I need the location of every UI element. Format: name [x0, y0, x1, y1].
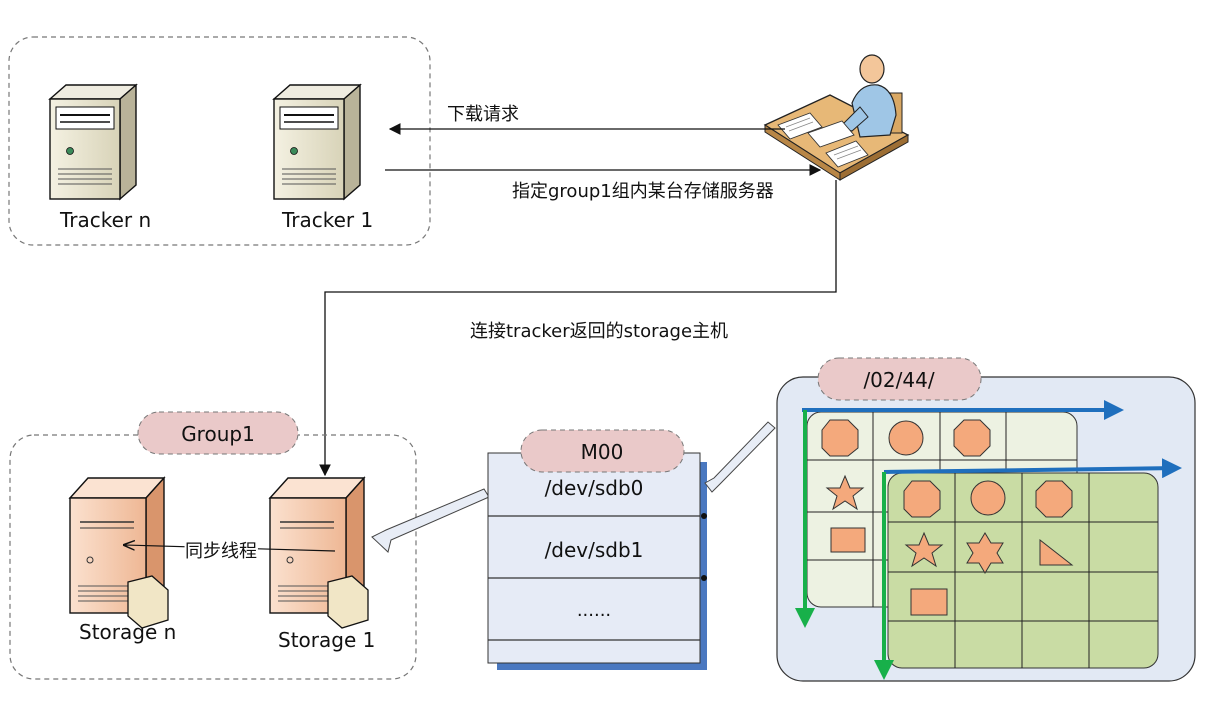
tracker-n-server-icon[interactable] — [48, 83, 138, 201]
connect-storage-arrow — [319, 180, 837, 477]
tracker-cluster-box — [8, 36, 431, 246]
back-octagon-1 — [821, 419, 859, 457]
front-circle — [970, 480, 1006, 516]
back-circle — [888, 420, 924, 456]
front-rectangle — [910, 588, 948, 616]
front-star — [904, 531, 944, 568]
storage-1-server-icon[interactable] — [268, 476, 369, 629]
group1-pill — [137, 411, 299, 455]
directory-path-label: /02/44/ — [863, 368, 934, 392]
storage-n-label: Storage n — [79, 620, 176, 644]
back-star — [825, 474, 865, 511]
m00-disk-panel — [487, 452, 707, 670]
back-rectangle — [830, 527, 866, 553]
front-octagon-1 — [903, 480, 941, 518]
download-request-label: 下载请求 — [447, 104, 519, 125]
storage-1-label: Storage 1 — [278, 628, 375, 652]
group1-label: Group1 — [181, 422, 255, 446]
directory-grid-front — [887, 472, 1159, 669]
m00-to-dir-connector — [704, 421, 776, 493]
device-sdb0: /dev/sdb0 — [545, 476, 644, 500]
client-user-icon[interactable] — [763, 54, 910, 181]
connect-storage-label: 连接tracker返回的storage主机 — [470, 321, 728, 342]
device-sdb1: /dev/sdb1 — [545, 538, 644, 562]
tracker-n-label: Tracker n — [59, 208, 151, 232]
assign-server-label: 指定group1组内某台存储服务器 — [512, 181, 774, 202]
tracker-1-label: Tracker 1 — [281, 208, 373, 232]
storage-to-m00-connector — [371, 488, 490, 553]
device-more: ...... — [577, 600, 611, 621]
front-hexagram — [966, 532, 1004, 574]
m00-pill — [520, 429, 685, 473]
sync-thread-label: 同步线程 — [185, 541, 257, 562]
tracker-1-server-icon[interactable] — [272, 83, 362, 201]
directory-pill — [817, 357, 982, 401]
storage-n-server-icon[interactable] — [68, 476, 169, 629]
front-octagon-2 — [1035, 480, 1073, 518]
back-octagon-2 — [953, 419, 991, 457]
front-blue-arrow — [883, 458, 1182, 479]
sync-thread-arrow — [124, 545, 336, 552]
front-triangle — [1039, 538, 1074, 566]
m00-label: M00 — [581, 440, 624, 464]
